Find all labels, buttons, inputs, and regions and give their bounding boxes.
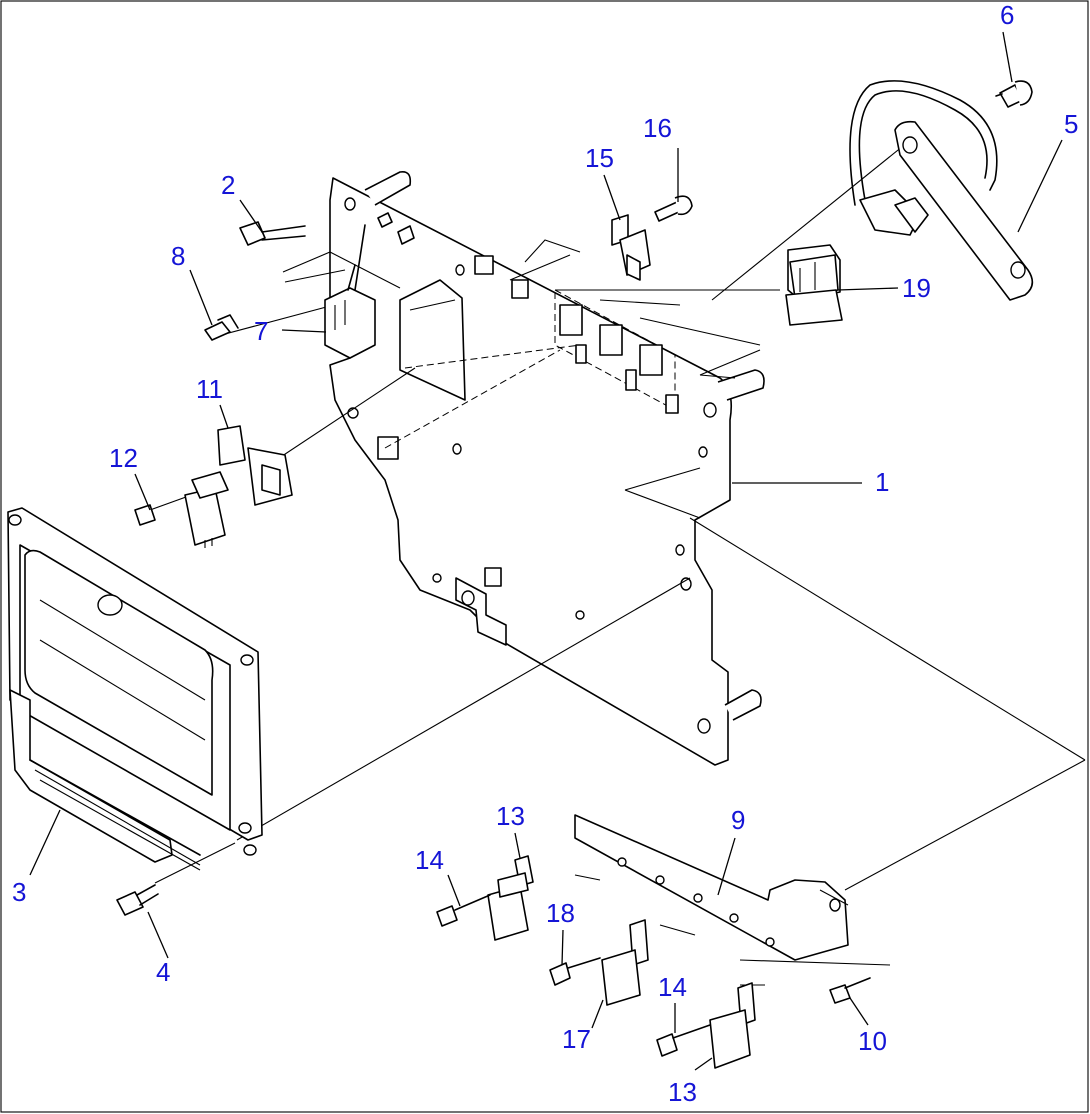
relay-11 [217, 425, 293, 506]
callout-18: 18 [546, 898, 575, 928]
relay-12 [134, 471, 229, 548]
callout-16: 16 [643, 113, 672, 143]
bolt-10 [829, 977, 871, 1004]
callout-9: 9 [731, 805, 745, 835]
callout-7: 7 [254, 316, 268, 346]
relay-13-lower [656, 982, 756, 1069]
bolt-6 [995, 80, 1033, 108]
bracket-9 [574, 814, 849, 961]
relay-17 [549, 919, 649, 1006]
callout-1: 1 [875, 467, 889, 497]
callout-14-right: 14 [658, 972, 687, 1002]
relay-13-upper [436, 855, 534, 941]
callout-14-left: 14 [415, 845, 444, 875]
callout-labels: 1 2 3 4 5 6 7 8 9 10 11 12 13 13 14 14 1… [12, 0, 1078, 1107]
callout-19: 19 [902, 273, 931, 303]
leader-lines [29, 31, 1063, 1071]
callout-12: 12 [109, 443, 138, 473]
bolt-8 [204, 314, 239, 341]
callout-13-upper: 13 [496, 801, 525, 831]
harness-clip-5 [849, 80, 1034, 301]
callout-13-lower: 13 [668, 1077, 697, 1107]
relay-15 [611, 214, 651, 281]
fuse-7 [324, 212, 415, 359]
bolt-4 [116, 884, 159, 916]
callout-2: 2 [221, 170, 235, 200]
callout-6: 6 [1000, 0, 1014, 30]
callout-15: 15 [585, 143, 614, 173]
bolt-16 [654, 195, 693, 222]
callout-3: 3 [12, 877, 26, 907]
callout-10: 10 [858, 1026, 887, 1056]
callout-4: 4 [156, 957, 170, 987]
callout-11: 11 [196, 374, 223, 404]
bolt-2 [239, 221, 306, 246]
callout-5: 5 [1064, 109, 1078, 139]
controller-unit-3 [7, 507, 263, 871]
callout-17: 17 [562, 1024, 591, 1054]
relay-19 [785, 244, 843, 326]
mounting-plate [329, 170, 765, 766]
callout-8: 8 [171, 241, 185, 271]
